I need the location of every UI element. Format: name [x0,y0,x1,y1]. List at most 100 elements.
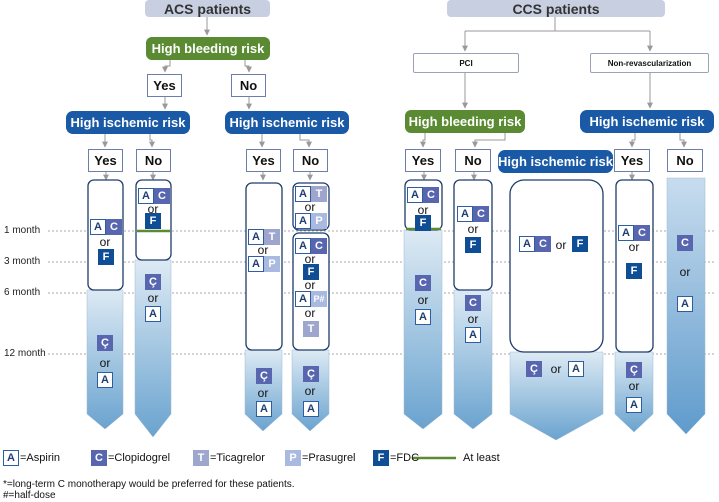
fdc-icon: F [415,215,431,231]
time-1-month: 1 month [4,225,41,236]
ticagrelor-icon: T [311,186,327,202]
legend-clopidogrel: =Clopidogrel [108,452,171,464]
legend-fdc: =FDC [390,452,420,464]
or-text: or [417,293,429,307]
or-text: or [147,202,159,216]
clopidogrel-star-icon: Ç [303,366,319,382]
or-text: or [417,203,429,217]
prasugrel-icon: P [264,256,280,272]
aspirin-icon: A [256,401,272,417]
aspirin-icon: A [248,229,264,245]
or-text: or [257,243,269,257]
ccs-pci-high-ischemic-risk: High ischemic risk [498,150,613,173]
clopidogrel-icon: C [415,275,431,291]
or-text: or [304,278,316,292]
aspirin-icon: A [407,187,423,203]
ticagrelor-icon: T [264,229,280,245]
clopidogrel-icon: C [106,219,122,235]
acs-patients-header: ACS patients [145,0,270,17]
legend-prasugrel-icon: P [285,450,301,466]
acs-hbr-no: No [231,74,266,97]
legend-clopidogrel-icon: C [91,450,107,466]
time-3-month: 3 month [4,256,41,267]
acs-his-yes-1: Yes [88,149,123,172]
or-text: or [99,356,111,370]
or-text: or [304,200,316,214]
time-6-month: 6 month [4,287,41,298]
acs-hbr-high-ischemic-risk: High ischemic risk [66,111,190,134]
clopidogrel-icon: C [535,236,551,252]
acs-hbr-yes: Yes [147,74,182,97]
or-text: or [555,238,567,252]
footnote-star: *=long-term C monotherapy would be prefe… [3,479,295,490]
clopidogrel-icon: C [423,187,439,203]
fdc-icon: F [465,237,481,253]
legend-fdc-icon: F [373,450,389,466]
or-text: or [467,312,479,326]
aspirin-icon: A [626,397,642,413]
legend-at-least: At least [463,452,500,464]
footnote-hash: #=half-dose [3,490,56,501]
prasugrel-half-icon: P# [311,291,327,307]
aspirin-icon: A [677,296,693,312]
pci-box: PCI [413,53,519,73]
or-text: or [304,384,316,398]
clopidogrel-icon: C [465,295,481,311]
ticagrelor-icon: T [303,321,319,337]
acs-nohbr-high-ischemic-risk: High ischemic risk [225,111,349,134]
or-text: or [628,240,640,254]
time-gridlines [48,230,715,355]
or-text: or [304,306,316,320]
aspirin-icon: A [295,291,311,307]
or-text: or [467,222,479,236]
aspirin-icon: A [295,186,311,202]
aspirin-icon: A [457,206,473,222]
clopidogrel-star-icon: Ç [145,274,161,290]
aspirin-icon: A [303,401,319,417]
ccs-nonrevasc-high-ischemic-risk: High ischemic risk [580,110,714,133]
ccs-patients-header: CCS patients [447,0,665,17]
fdc-icon: F [572,236,588,252]
or-text: or [99,235,111,249]
acs-his-no-1: No [136,149,171,172]
prasugrel-icon: P [311,213,327,229]
ccs-hbr-yes: Yes [405,149,441,172]
acs-his-no-2: No [293,149,328,172]
aspirin-icon: A [465,327,481,343]
legend-aspirin: =Aspirin [20,452,61,464]
clopidogrel-star-icon: Ç [626,362,642,378]
arrow-pci-hbr-yes [403,229,443,430]
fdc-icon: F [303,264,319,280]
clopidogrel-star-icon: Ç [97,335,113,351]
or-text: or [628,379,640,393]
aspirin-icon: A [295,238,311,254]
legend-aspirin-icon: A [3,450,19,466]
fdc-icon: F [626,263,642,279]
legend-ticagrelor-icon: T [193,450,209,466]
ccs-high-bleeding-risk: High bleeding risk [405,110,525,133]
clopidogrel-icon: C [677,235,693,251]
clopidogrel-icon: C [154,188,170,204]
fdc-icon: F [145,213,161,229]
or-text: or [147,291,159,305]
aspirin-icon: A [415,309,431,325]
duration-arrows [86,177,706,441]
or-text: or [679,265,691,279]
aspirin-icon: A [295,213,311,229]
regimen-boxes [87,179,654,353]
acs-his-yes-2: Yes [246,149,281,172]
or-text: or [550,362,562,376]
legend-prasugrel: =Prasugrel [302,452,356,464]
aspirin-icon: A [519,236,535,252]
ccs-nonrevasc-no: No [667,149,703,172]
aspirin-icon: A [145,306,161,322]
fdc-icon: F [98,249,114,265]
clopidogrel-star-icon: Ç [526,361,542,377]
or-text: or [257,386,269,400]
aspirin-icon: A [248,256,264,272]
time-12-month: 12 month [4,348,46,359]
ccs-nonrevasc-yes: Yes [614,149,650,172]
acs-high-bleeding-risk: High bleeding risk [146,37,270,60]
aspirin-icon: A [618,225,634,241]
